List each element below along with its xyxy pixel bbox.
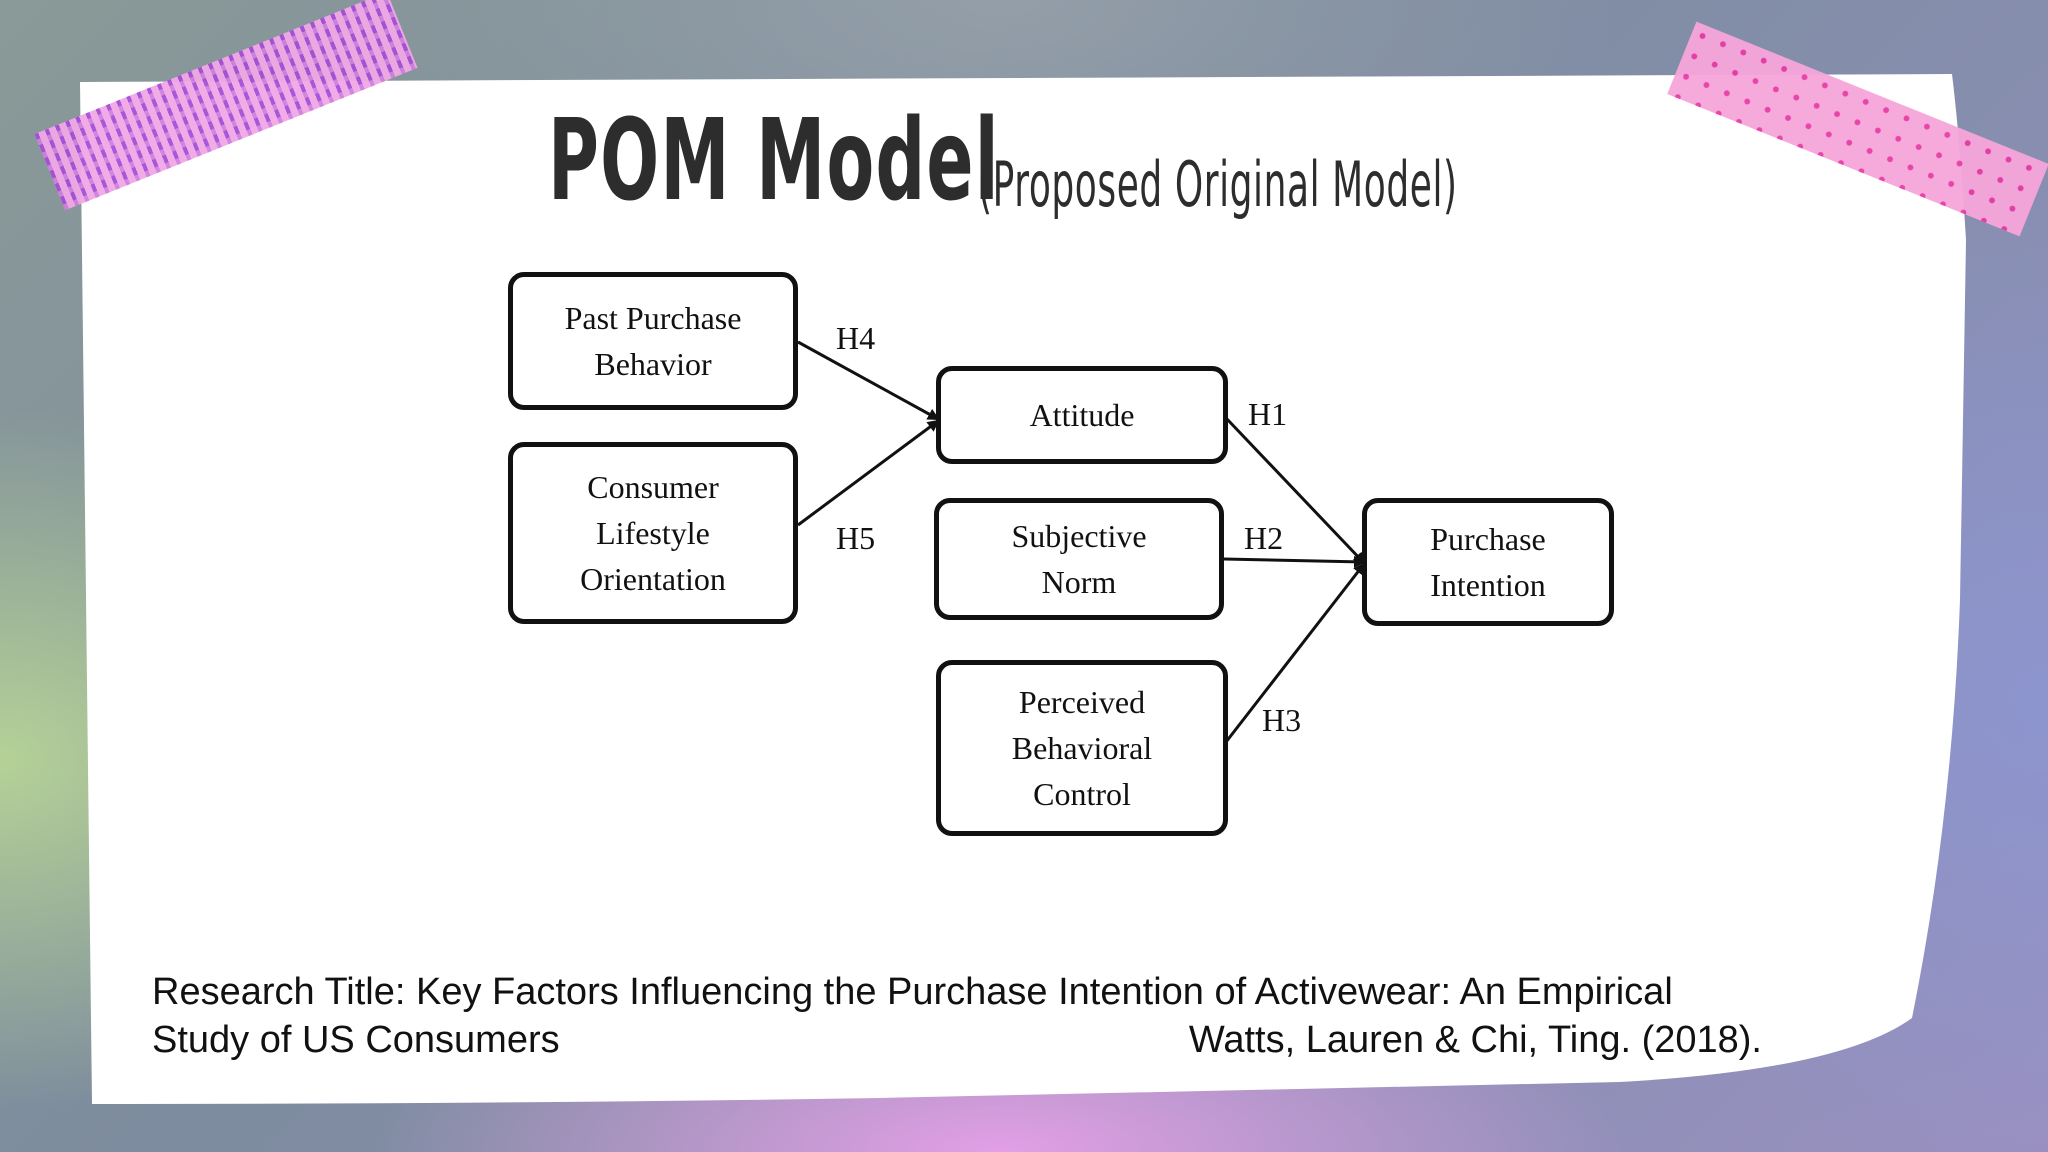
edge-label-h5: H5 (836, 520, 876, 556)
caption-study-name: Study of US Consumers (152, 1019, 560, 1061)
edge-label-h3: H3 (1262, 702, 1302, 738)
node-perceived-behavioral-control: Perceived Behavioral Control (936, 660, 1228, 836)
node-purchase-intention: Purchase Intention (1362, 498, 1614, 626)
edge-label-h4: H4 (836, 320, 876, 356)
edge-h4 (797, 340, 940, 421)
research-caption: Research Title: Key Factors Influencing … (152, 968, 1762, 1064)
edge-h3 (1224, 562, 1366, 743)
title-subtitle: (Proposed Original Model) (978, 148, 1458, 221)
edge-h5 (797, 419, 940, 527)
node-past-purchase-behavior: Past Purchase Behavior (508, 272, 798, 410)
title-main: POM Model (548, 96, 1000, 226)
edge-h1 (1224, 416, 1366, 565)
caption-line-1: Research Title: Key Factors Influencing … (152, 971, 1673, 1013)
edge-label-h2: H2 (1244, 520, 1284, 556)
node-subjective-norm: Subjective Norm (934, 498, 1224, 620)
edge-h2 (1223, 555, 1366, 568)
slide-title: POM Model (Proposed Original Model) (548, 96, 1528, 246)
caption-authors: Watts, Lauren & Chi, Ting. (2018). (1188, 1019, 1762, 1061)
node-attitude: Attitude (936, 366, 1228, 464)
edge-label-h1: H1 (1248, 396, 1288, 432)
node-consumer-lifestyle-orientation: Consumer Lifestyle Orientation (508, 442, 798, 624)
caption-line-2: Study of US Consumers Watts, Lauren & Ch… (152, 1016, 1762, 1064)
